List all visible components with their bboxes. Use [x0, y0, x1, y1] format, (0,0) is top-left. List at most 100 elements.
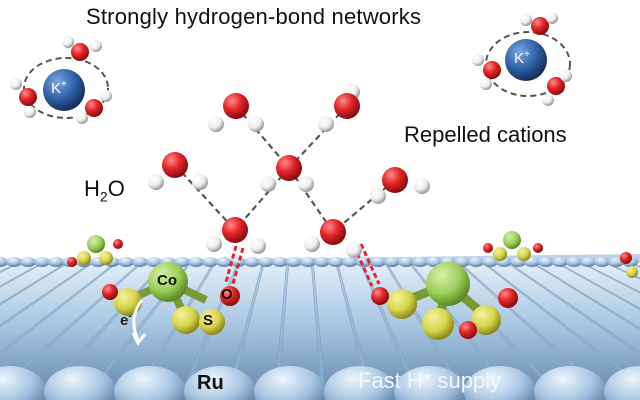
- ru-atom: [468, 257, 484, 267]
- ru-atom: [552, 257, 568, 267]
- ru-atom: [6, 257, 22, 267]
- cos-cluster-left: [102, 262, 240, 346]
- ru-atom: [0, 257, 8, 267]
- oxygen-atom: [320, 219, 346, 245]
- cos-cluster-right: [371, 262, 518, 340]
- hydrogen-atom: [346, 242, 362, 258]
- electron-charge: -: [128, 311, 132, 322]
- fast-supply-label: Fast H* supply: [358, 368, 502, 393]
- ru-atom: [604, 366, 640, 400]
- ru-atom: [464, 366, 536, 400]
- oxygen-atom: [276, 155, 302, 181]
- ru-atom: [20, 257, 36, 267]
- ru-atom: [118, 257, 134, 267]
- ru-atom: [482, 257, 498, 267]
- potassium-ion-left: [43, 69, 85, 111]
- ru-atom: [184, 366, 256, 400]
- ru-atom: [370, 257, 386, 267]
- ru-atom: [188, 257, 204, 267]
- cation-label-left: K+: [51, 79, 67, 97]
- oxygen-atom: [162, 152, 188, 178]
- ru-atom: [398, 257, 414, 267]
- ru-atom: [538, 257, 554, 267]
- ru-atom: [44, 366, 116, 400]
- repelled-cations-label: Repelled cations: [404, 122, 567, 147]
- ru-atom: [146, 257, 162, 267]
- ru-atom: [314, 257, 330, 267]
- ru-atom: [174, 257, 190, 267]
- hydrogen-atom: [208, 116, 224, 132]
- ru-atom: [272, 257, 288, 267]
- oxygen-atom: [223, 93, 249, 119]
- ruthenium-label: Ru: [197, 372, 224, 394]
- water-molecule: [260, 155, 314, 192]
- water-label: H2O: [84, 176, 125, 204]
- water-molecule: [206, 217, 266, 254]
- ru-atom: [230, 257, 246, 267]
- water-molecule: [318, 84, 360, 132]
- hydrogen-atom: [248, 116, 264, 132]
- ru-atom: [566, 257, 582, 267]
- cation-cluster-left: [10, 36, 112, 124]
- surface-bond-lines: [224, 243, 381, 287]
- cation-cluster-right: [472, 12, 572, 106]
- electron-label: e-: [120, 311, 132, 329]
- sulfur-label: S: [203, 312, 214, 329]
- ru-atom: [394, 366, 466, 400]
- ru-atom: [384, 257, 400, 267]
- ru-atom: [580, 257, 596, 267]
- cation-label-right: K+: [514, 49, 530, 67]
- potassium-ion-right: [505, 39, 547, 81]
- ru-atom: [412, 257, 428, 267]
- ru-atom: [132, 257, 148, 267]
- cation-left-charge: +: [61, 79, 67, 90]
- hydrogen-atom: [414, 178, 430, 194]
- cobalt-atom: [148, 262, 188, 302]
- cation-right-symbol: K: [514, 50, 525, 67]
- ru-atom: [216, 257, 232, 267]
- ru-atom: [608, 257, 624, 267]
- diagram-title: Strongly hydrogen-bond networks: [86, 4, 422, 29]
- hydrogen-atom: [304, 236, 320, 252]
- ru-atom: [342, 257, 358, 267]
- ru-atom: [258, 257, 274, 267]
- water-molecule: [208, 93, 264, 132]
- sulfur-atom: [199, 309, 225, 335]
- ru-atom: [594, 257, 610, 267]
- ru-atom: [286, 257, 302, 267]
- hydrogen-atom: [250, 238, 266, 254]
- oxygen-atom: [382, 167, 408, 193]
- hydrogen-atom: [260, 176, 276, 192]
- ru-atom: [328, 257, 344, 267]
- water-label-h: H: [84, 176, 100, 201]
- ru-atom: [202, 257, 218, 267]
- cation-right-charge: +: [524, 49, 530, 60]
- ru-atom: [534, 366, 606, 400]
- oxygen-atom: [220, 286, 240, 306]
- hydrogen-atom: [148, 174, 164, 190]
- ru-atom: [0, 366, 46, 400]
- water-molecule: [370, 167, 430, 204]
- ru-atom: [34, 257, 50, 267]
- cobalt-label: Co: [157, 272, 177, 289]
- hydrogen-atom: [318, 116, 334, 132]
- ru-atom: [324, 366, 396, 400]
- oxygen-label: O: [221, 286, 233, 303]
- hydrogen-atom: [206, 236, 222, 252]
- water-label-sub: 2: [99, 188, 108, 205]
- water-molecules: [148, 84, 430, 258]
- ru-atom: [300, 257, 316, 267]
- oxygen-atom: [334, 93, 360, 119]
- ru-atom: [254, 366, 326, 400]
- water-molecule: [304, 219, 362, 258]
- cos-cluster-background: [67, 231, 638, 278]
- oxygen-atom: [222, 217, 248, 243]
- hydrogen-atom: [192, 174, 208, 190]
- cation-left-symbol: K: [51, 80, 62, 97]
- water-molecule: [148, 152, 208, 190]
- ru-atom: [114, 366, 186, 400]
- ru-surface: [0, 254, 640, 400]
- ru-atom: [48, 257, 64, 267]
